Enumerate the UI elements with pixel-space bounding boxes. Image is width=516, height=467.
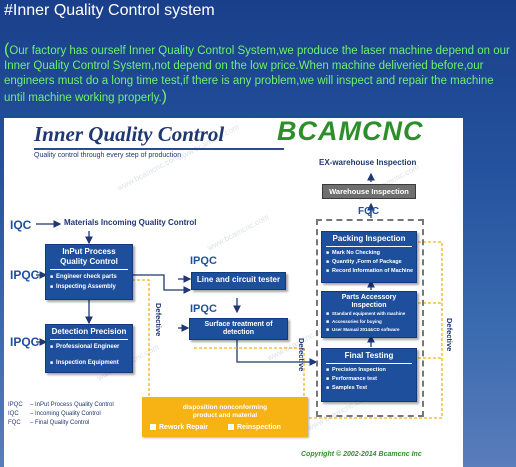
- list-item: Performance test: [326, 375, 412, 384]
- final-testing-title: Final Testing: [344, 351, 394, 360]
- rework-label: Rework Repair: [159, 424, 209, 431]
- list-item: Professional Engineer: [50, 342, 128, 352]
- list-item: Engineer check parts: [50, 272, 128, 282]
- ipqc-label-3: IPQC: [190, 255, 217, 267]
- list-item: Accessories for buying: [326, 318, 412, 326]
- input-process-box: InPut Process Quality Control Engineer c…: [45, 244, 133, 300]
- ex-warehouse-label: EX-warehouse Inspection: [319, 158, 417, 167]
- reinspection-label: Reinspection: [237, 424, 281, 431]
- intro-body: Our factory has ourself Inner Quality Co…: [4, 45, 510, 104]
- ipqc-label-4: IPQC: [190, 303, 217, 315]
- title-underline: [34, 148, 284, 150]
- list-item: Mark No Checking: [326, 249, 412, 258]
- legend-item: FQC – Final Quality Control: [8, 419, 114, 428]
- diagram-subtitle: Quality control through every step of pr…: [34, 152, 182, 159]
- line-tester-title: Line and circuit tester: [196, 275, 281, 284]
- legend: IPQC – InPut Process Quality Control IQC –…: [8, 401, 114, 428]
- parts-accessory-title: Parts Accessory Inspection: [341, 294, 397, 309]
- final-testing-box: Final Testing Precision Inspection Perfo…: [321, 348, 417, 402]
- legend-text: – Incoming Quality Control: [30, 411, 101, 417]
- rework-option: Rework Repair: [150, 424, 208, 431]
- divider: [326, 246, 412, 247]
- legend-text: – Final Quality Control: [30, 420, 90, 426]
- copyright: Copyright © 2002-2014 Bcamcnc Inc: [301, 451, 422, 458]
- iqc-label: IQC: [10, 218, 32, 232]
- materials-label: Materials Incoming Quality Control: [64, 218, 197, 227]
- intro-open-paren: (: [4, 41, 10, 58]
- divider: [326, 363, 412, 364]
- checkbox-square-icon: [150, 424, 156, 431]
- brand-logo: BCAMCNC: [277, 118, 424, 146]
- list-item: Inspecting Assembly: [50, 282, 128, 292]
- surface-box: Surface treatment of detection: [189, 318, 288, 340]
- intro-close-paren: ): [161, 88, 167, 105]
- list-item: Samples Test: [326, 384, 412, 393]
- divider: [50, 339, 128, 340]
- fqc-dashed-frame: [316, 219, 424, 417]
- defective-label-2: Defective: [297, 338, 306, 372]
- intro-text: (Our factory has ourself Inner Quality C…: [4, 42, 512, 106]
- quality-diagram: www.bcamcnc.com www.bcamcnc.com www.bcam…: [4, 118, 463, 467]
- packing-title: Packing Inspection: [332, 234, 406, 243]
- list-item: Record Information of Machine: [326, 267, 413, 276]
- warehouse-box: Warehouse Inspection: [322, 184, 416, 199]
- input-process-title: InPut Process Quality Control: [60, 247, 118, 266]
- ipqc-label-2: IPQC: [10, 335, 40, 349]
- legend-item: IPQC – InPut Process Quality Control: [8, 401, 114, 410]
- packing-box: Packing Inspection Mark No Checking Quan…: [321, 231, 417, 283]
- reinspection-option: Reinspection: [228, 424, 281, 431]
- disposition-box: disposition nonconforming product and ma…: [142, 397, 308, 437]
- line-tester-box: Line and circuit tester: [191, 272, 286, 290]
- list-item: Inspection Equipment: [50, 358, 128, 368]
- detection-title: Detection Precision: [51, 327, 127, 336]
- legend-key: IQC: [8, 411, 19, 417]
- detection-box: Detection Precision Professional Enginee…: [45, 324, 133, 373]
- legend-key: IPQC: [8, 402, 23, 408]
- parts-accessory-box: Parts Accessory Inspection Standard equi…: [321, 291, 417, 338]
- list-item: Precision Inspection: [326, 366, 412, 375]
- fqc-label: FQC: [358, 206, 380, 217]
- legend-key: FQC: [8, 420, 21, 426]
- ipqc-label-1: IPQC: [10, 268, 40, 282]
- defective-label-1: Defective: [154, 303, 163, 337]
- list-item: User Manual 2014&CD software: [326, 326, 412, 334]
- surface-title: Surface treatment of detection: [204, 321, 273, 336]
- divider: [50, 269, 128, 270]
- list-item: Quantity ,Form of Package: [326, 258, 412, 267]
- list-item: Standard equipment with machine: [326, 310, 412, 318]
- legend-text: – InPut Process Quality Control: [30, 402, 114, 408]
- defective-label-3: Defective: [445, 318, 454, 352]
- page-title: #Inner Quality Control system: [4, 2, 215, 19]
- disposition-title: disposition nonconforming product and ma…: [182, 404, 268, 419]
- legend-item: IQC – Incoming Quality Control: [8, 410, 114, 419]
- diagram-title: Inner Quality Control: [34, 122, 225, 146]
- checkbox-square-icon: [228, 424, 234, 431]
- connector-lines: [36, 172, 443, 419]
